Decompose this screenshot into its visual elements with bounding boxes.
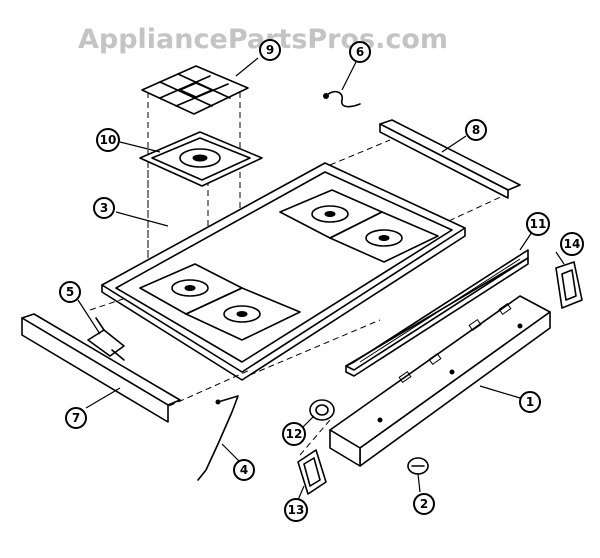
callout-12: 12	[282, 422, 306, 446]
callout-10: 10	[96, 128, 120, 152]
callout-11-label: 11	[530, 217, 547, 231]
wire-spring	[197, 395, 239, 481]
callout-8-label: 8	[472, 123, 480, 137]
burner-bowl	[139, 131, 263, 187]
callout-13: 13	[284, 498, 308, 522]
clip-part	[323, 90, 361, 108]
callout-3-label: 3	[100, 201, 108, 215]
end-cap	[297, 449, 327, 495]
callout-10-label: 10	[100, 133, 117, 147]
callout-7: 7	[65, 407, 87, 429]
front-control-panel	[21, 313, 181, 423]
callout-5: 5	[59, 281, 81, 303]
main-cooktop	[101, 162, 466, 381]
knob	[309, 399, 335, 421]
callout-13-label: 13	[288, 503, 305, 517]
burner-grate	[141, 65, 249, 115]
callout-5-label: 5	[66, 285, 74, 299]
leader-lines	[77, 57, 565, 501]
callout-14-label: 14	[564, 237, 581, 251]
front-frame	[329, 295, 551, 467]
callout-12-label: 12	[286, 427, 303, 441]
screw	[407, 457, 429, 475]
callout-4-label: 4	[240, 463, 248, 477]
rear-trim-strip	[379, 119, 521, 199]
callout-9: 9	[259, 39, 281, 61]
callout-9-label: 9	[266, 43, 274, 57]
callout-6-label: 6	[356, 45, 364, 59]
callout-14: 14	[560, 232, 584, 256]
callout-8: 8	[465, 119, 487, 141]
callout-1: 1	[519, 391, 541, 413]
callout-1-label: 1	[526, 395, 534, 409]
rail-strip	[345, 249, 529, 377]
panel-bracket	[87, 317, 125, 361]
handle-bracket	[555, 261, 583, 309]
callout-11: 11	[526, 212, 550, 236]
callout-3: 3	[93, 197, 115, 219]
callout-4: 4	[233, 459, 255, 481]
callout-7-label: 7	[72, 411, 80, 425]
callout-6: 6	[349, 41, 371, 63]
callouts: 9 6 10 8 3 11 14 5	[59, 39, 584, 522]
callout-2-label: 2	[420, 497, 428, 511]
callout-2: 2	[413, 493, 435, 515]
